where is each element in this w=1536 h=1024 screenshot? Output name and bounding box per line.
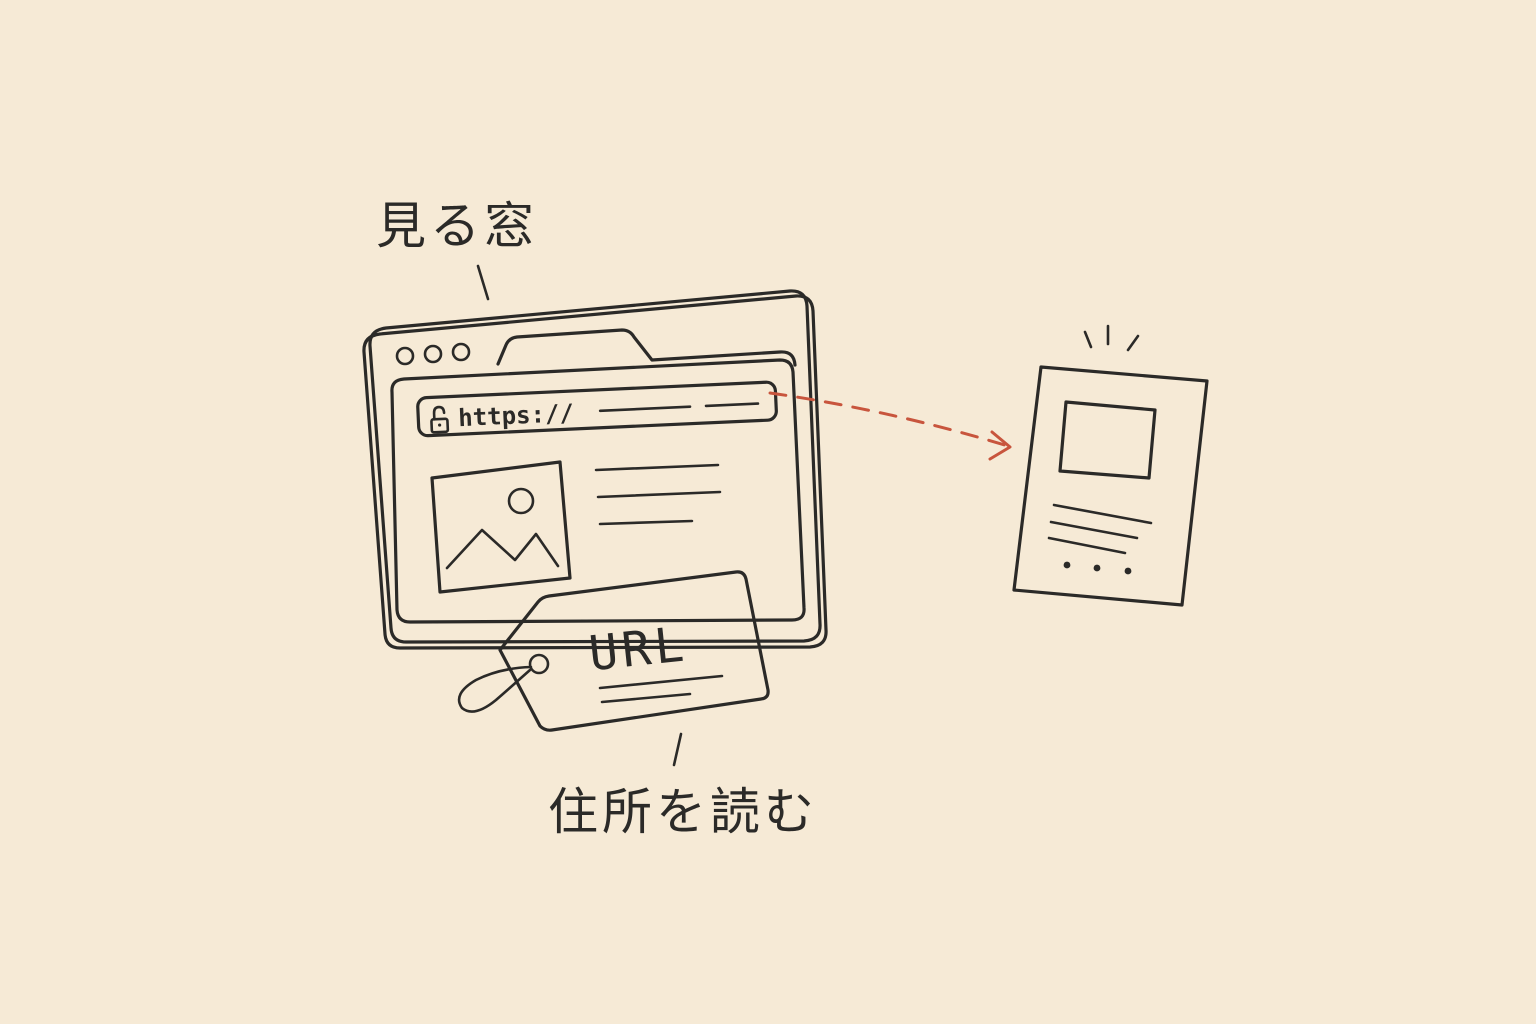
browser-window-frame xyxy=(368,289,822,644)
image-placeholder-frame xyxy=(430,460,572,594)
address-label: 住所を読む xyxy=(548,783,818,841)
url-tag-body xyxy=(498,570,770,732)
address-bar-url-text: https:// xyxy=(458,399,575,432)
address-label-leader xyxy=(672,732,683,767)
url-tag-text-line xyxy=(598,674,724,690)
transfer-arrow xyxy=(768,391,1012,461)
browser-tab xyxy=(496,328,797,367)
address-bar-box xyxy=(416,380,778,438)
emphasis-stroke xyxy=(1126,334,1140,352)
result-page-frame xyxy=(1012,365,1209,607)
result-page-image-box xyxy=(1058,400,1157,480)
window-control-dot xyxy=(451,342,471,362)
url-tag-text-line xyxy=(600,692,692,704)
window-label: 見る窓 xyxy=(376,197,538,255)
address-bar-placeholder-line xyxy=(704,402,760,408)
dashed-arrow-line xyxy=(768,391,1010,448)
result-page-text-line xyxy=(1049,520,1139,540)
result-page-dot xyxy=(1063,561,1071,569)
result-page-dot xyxy=(1093,564,1101,572)
url-tag-string xyxy=(457,665,533,713)
mountain-icon xyxy=(445,528,560,570)
emphasis-stroke xyxy=(1083,330,1093,349)
content-text-line xyxy=(596,490,722,499)
url-tag-text: URL xyxy=(586,616,690,682)
content-text-line xyxy=(598,519,694,526)
arrow-head-icon xyxy=(988,430,1012,461)
result-page-dot xyxy=(1124,567,1132,575)
address-bar-placeholder-line xyxy=(598,405,692,413)
content-text-line xyxy=(594,463,720,472)
browser-window: https:// xyxy=(362,289,828,650)
window-control-dot xyxy=(423,344,443,364)
url-tag-hole xyxy=(528,653,550,675)
url-tag: URL xyxy=(457,570,770,732)
address-bar: https:// xyxy=(416,380,778,438)
window-control-dot xyxy=(395,346,415,366)
result-page-text-line xyxy=(1052,503,1153,525)
sun-icon xyxy=(507,487,535,515)
browser-window-back-frame xyxy=(362,294,828,650)
result-page xyxy=(1012,324,1209,607)
browser-content-frame xyxy=(390,358,806,624)
window-label-leader xyxy=(476,264,490,301)
lock-icon xyxy=(430,405,450,434)
result-page-text-line xyxy=(1047,536,1127,555)
image-placeholder xyxy=(430,460,572,594)
